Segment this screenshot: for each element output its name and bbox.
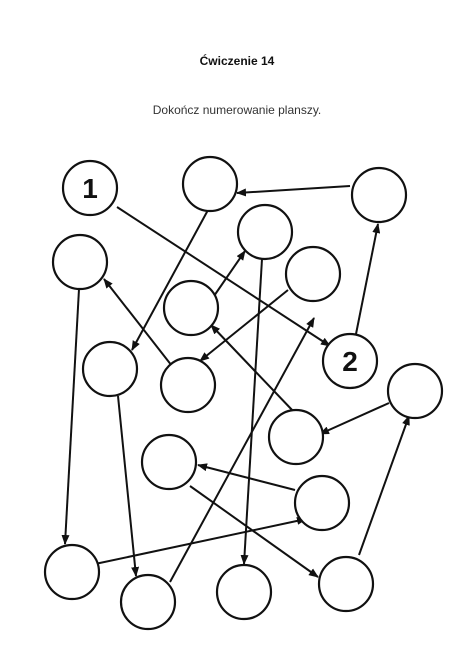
circle-middle-lower[interactable] — [159, 356, 217, 414]
arrow-top-right-to-top-middle — [236, 185, 351, 197]
arrow-1-to-2 — [116, 206, 331, 347]
arrow-right-center-to-middle-lower — [199, 289, 289, 362]
arrow-bottom-right-to-far-right — [358, 415, 410, 556]
circle-right-center[interactable] — [284, 245, 342, 303]
circle-bottom-middle[interactable] — [215, 563, 273, 621]
circle-far-right[interactable] — [386, 362, 444, 420]
arrow-2-to-top-right — [355, 223, 381, 335]
circle-number-1[interactable] — [61, 159, 119, 217]
circles-layer — [43, 155, 444, 631]
circle-middle-center[interactable] — [162, 279, 220, 337]
page-instruction: Dokończ numerowanie planszy. — [152, 103, 322, 117]
arrow-lower-right-to-bottom-center-left — [197, 463, 296, 491]
circle-number-2-label: 2 — [342, 346, 358, 377]
circle-number-1-label: 1 — [82, 173, 98, 204]
circle-top-right[interactable] — [350, 166, 408, 224]
circle-number-2[interactable] — [321, 332, 379, 390]
circle-left-upper[interactable] — [51, 233, 109, 291]
arrows-layer — [61, 185, 410, 583]
circle-bottom-right[interactable] — [317, 555, 375, 613]
circle-bottom-center-left[interactable] — [140, 433, 198, 491]
circle-far-bottom-left[interactable] — [43, 543, 101, 601]
page-title: Ćwiczenie 14 — [199, 54, 275, 68]
arrow-bottom-left-to-right-center — [169, 317, 315, 583]
arrow-top-center-to-bottom-middle — [240, 258, 263, 565]
arrow-middle-right-to-middle-center — [210, 324, 295, 413]
arrow-left-middle-to-bottom-left — [117, 395, 140, 577]
circle-bottom-left[interactable] — [119, 573, 177, 631]
circle-left-middle[interactable] — [81, 340, 139, 398]
arrow-far-bottom-left-to-lower-right — [94, 516, 307, 565]
arrow-bottom-center-left-to-bottom-right — [189, 485, 319, 578]
circle-top-center[interactable] — [236, 203, 294, 261]
circle-lower-right[interactable] — [293, 474, 351, 532]
circle-top-middle[interactable] — [181, 155, 239, 213]
arrow-top-middle-to-left-middle — [131, 209, 209, 351]
arrow-far-right-to-middle-right — [319, 402, 390, 435]
arrow-middle-center-to-top-center — [213, 250, 246, 297]
arrow-middle-lower-to-left-upper — [103, 278, 173, 367]
circle-middle-right[interactable] — [267, 408, 325, 466]
arrow-left-upper-to-far-bottom-left — [61, 288, 80, 545]
